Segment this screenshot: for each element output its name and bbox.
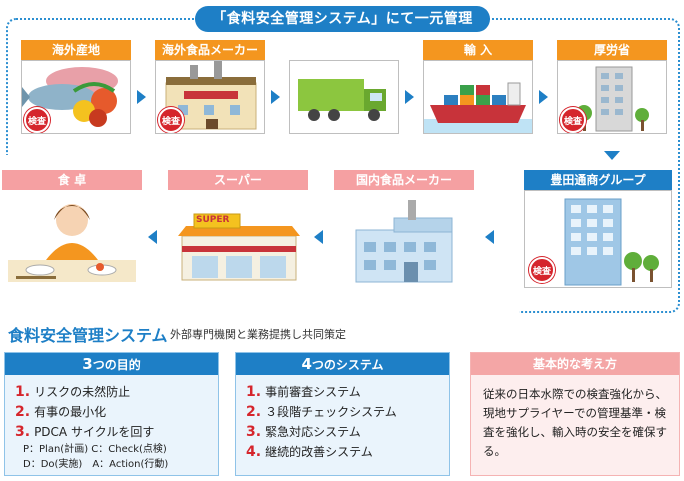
stage-label: 国内食品メーカー [334, 170, 474, 190]
systems-heading-text: つのシステム [311, 358, 384, 372]
list-item: 4.継続的改善システム [246, 442, 449, 462]
stage-label: 豊田通商グループ [524, 170, 672, 190]
list-item: 1.リスクの未然防止 [15, 382, 218, 402]
inspection-badge: 検査 [560, 107, 586, 133]
inspection-badge: 検査 [158, 107, 184, 133]
item-number: 2. [15, 404, 31, 420]
list-item: 3.PDCA サイクルを回す [15, 422, 218, 442]
stage-supermarket: スーパー SUPER [168, 170, 308, 288]
stage-overseas-maker: 海外食品メーカー 検査 [155, 40, 265, 134]
arrow-right-icon [271, 90, 280, 104]
list-item: 3.緊急対応システム [246, 422, 449, 442]
stage-toyota-tsusho: 豊田通商グループ 検査 [524, 170, 672, 288]
item-number: 3. [15, 424, 31, 440]
flow-title: 「食料安全管理システム」にて一元管理 [195, 6, 490, 32]
item-text: 緊急対応システム [265, 425, 361, 439]
section-subtitle: 外部専門機関と業務提携し共同策定 [170, 328, 346, 341]
arrow-down-icon [604, 151, 620, 160]
stage-image: 検査 [21, 60, 131, 134]
section-title: 食料安全管理システム [8, 326, 168, 345]
item-number: 1. [246, 384, 262, 400]
list-item: 1.事前審査システム [246, 382, 449, 402]
cargo-ship-illustration [424, 82, 532, 133]
systems-heading-num: 4 [301, 355, 312, 373]
stage-image: SUPER [168, 190, 308, 288]
government-building-illustration [576, 66, 649, 132]
store-sign: SUPER [196, 215, 230, 225]
stage-label-empty [289, 40, 399, 60]
fish-produce-illustration [22, 67, 118, 127]
stage-image [289, 60, 399, 134]
stage-label: 食 卓 [2, 170, 142, 190]
arrow-right-icon [539, 90, 548, 104]
item-text: 継続的改善システム [265, 445, 373, 459]
item-text: 事前審査システム [265, 385, 361, 399]
item-number: 2. [246, 404, 262, 420]
stage-domestic-maker: 国内食品メーカー [334, 170, 474, 288]
goals-heading: 3つの目的 [5, 353, 218, 375]
stage-image: 検査 [524, 190, 672, 288]
item-number: 4. [246, 444, 262, 460]
stage-image: 検査 [557, 60, 667, 134]
office-building-illustration [564, 198, 659, 286]
stage-transport [289, 40, 399, 134]
inspection-badge: 検査 [24, 107, 50, 133]
list-item: 2.３段階チェックシステム [246, 402, 449, 422]
item-number: 3. [246, 424, 262, 440]
stage-label: 厚労省 [557, 40, 667, 60]
item-text: ３段階チェックシステム [265, 405, 397, 419]
stage-label: 海外産地 [21, 40, 131, 60]
stage-dining-table: 食 卓 [2, 170, 142, 288]
item-text: PDCA サイクルを回す [34, 425, 155, 439]
systems-heading: 4つのシステム [236, 353, 449, 375]
dining-woman-illustration [8, 204, 136, 282]
inspection-badge: 検査 [529, 257, 555, 283]
stage-overseas-origin: 海外産地 検査 [21, 40, 131, 134]
arrow-right-icon [405, 90, 414, 104]
supermarket-illustration [178, 213, 300, 281]
basic-concept-panel: 基本的な考え方 従来の日本水際での検査強化から、現地サプライヤーでの管理基準・検… [470, 352, 680, 476]
stage-image [334, 190, 474, 288]
systems-panel: 4つのシステム 1.事前審査システム 2.３段階チェックシステム 3.緊急対応シ… [235, 352, 450, 476]
basic-heading: 基本的な考え方 [471, 353, 679, 375]
goals-panel: 3つの目的 1.リスクの未然防止 2.有事の最小化 3.PDCA サイクルを回す… [4, 352, 219, 476]
stage-label: 輸 入 [423, 40, 533, 60]
goals-list: 1.リスクの未然防止 2.有事の最小化 3.PDCA サイクルを回す [5, 375, 218, 442]
stage-label: 海外食品メーカー [155, 40, 265, 60]
arrow-left-icon [314, 230, 323, 244]
basic-text: 従来の日本水際での検査強化から、現地サプライヤーでの管理基準・検査を強化し、輸入… [483, 387, 667, 458]
item-number: 1. [15, 384, 31, 400]
stage-import: 輸 入 [423, 40, 533, 134]
stage-image: 検査 [155, 60, 265, 134]
stage-label: スーパー [168, 170, 308, 190]
item-text: 有事の最小化 [34, 405, 107, 419]
list-item: 2.有事の最小化 [15, 402, 218, 422]
stage-image [423, 60, 533, 134]
arrow-right-icon [137, 90, 146, 104]
domestic-factory-illustration [355, 200, 453, 283]
truck-illustration [298, 79, 386, 121]
stage-mhlw: 厚労省 検査 [557, 40, 667, 134]
arrow-left-icon [148, 230, 157, 244]
pdca-line-2: D：Do(実施) A：Action(行動) [23, 459, 169, 470]
arrow-left-icon [485, 230, 494, 244]
item-text: リスクの未然防止 [34, 385, 131, 399]
goals-heading-num: 3 [82, 355, 93, 373]
systems-list: 1.事前審査システム 2.３段階チェックシステム 3.緊急対応システム 4.継続… [236, 375, 449, 462]
stage-image [2, 190, 142, 288]
goals-heading-text: つの目的 [92, 358, 141, 372]
pdca-line-1: P：Plan(計画) C：Check(点検) [23, 444, 167, 455]
